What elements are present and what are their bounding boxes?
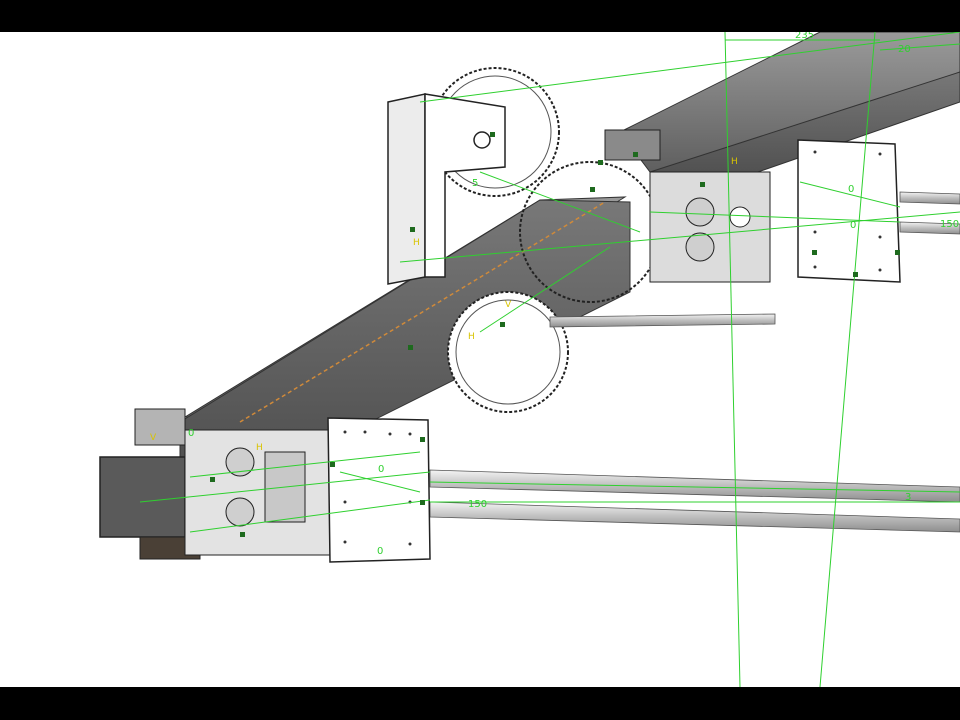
- dimension-lower-right[interactable]: 3: [905, 492, 911, 503]
- guide-rods[interactable]: [429, 191, 960, 533]
- annotation-v2: V: [150, 433, 157, 443]
- dimension-top-length[interactable]: 235: [795, 32, 814, 41]
- cad-3d-viewport[interactable]: 235 20 150 150 3 0 0 0 0 0 5 H H H H V V: [0, 32, 960, 687]
- carriage-upper-right[interactable]: [604, 129, 901, 283]
- dimension-zero-a[interactable]: 0: [378, 464, 384, 475]
- upright-bracket[interactable]: [387, 93, 506, 285]
- dimension-zero-b[interactable]: 0: [848, 184, 854, 195]
- end-plate-lower: [327, 417, 431, 563]
- end-plate-upper: [797, 139, 901, 283]
- bracket-hole: [473, 131, 491, 149]
- carriage-lower-left[interactable]: [99, 408, 431, 563]
- dimension-zero-c[interactable]: 0: [850, 220, 856, 231]
- annotation-h3: H: [256, 443, 263, 453]
- dimension-lower-length[interactable]: 150: [468, 499, 487, 510]
- rear-beam[interactable]: [619, 32, 960, 193]
- assembly-view[interactable]: 235 20 150 150 3 0 0 0 0 0 5 H H H H V V: [0, 32, 960, 687]
- dimension-five[interactable]: 5: [472, 178, 478, 189]
- dimension-right-length[interactable]: 150: [940, 219, 959, 230]
- dimension-zero-e[interactable]: 0: [377, 546, 383, 557]
- annotation-h4: H: [731, 157, 738, 167]
- dimension-top-offset[interactable]: 20: [898, 44, 911, 55]
- annotation-v1: V: [505, 300, 512, 310]
- saw-gear-lower[interactable]: [447, 291, 569, 413]
- annotation-h1: H: [413, 238, 420, 248]
- annotation-h2: H: [468, 332, 475, 342]
- constraint-markers: [210, 132, 900, 537]
- constraint-lines: [139, 32, 960, 687]
- beam-axis-line: [239, 201, 606, 423]
- dimension-zero-d[interactable]: 0: [188, 428, 194, 439]
